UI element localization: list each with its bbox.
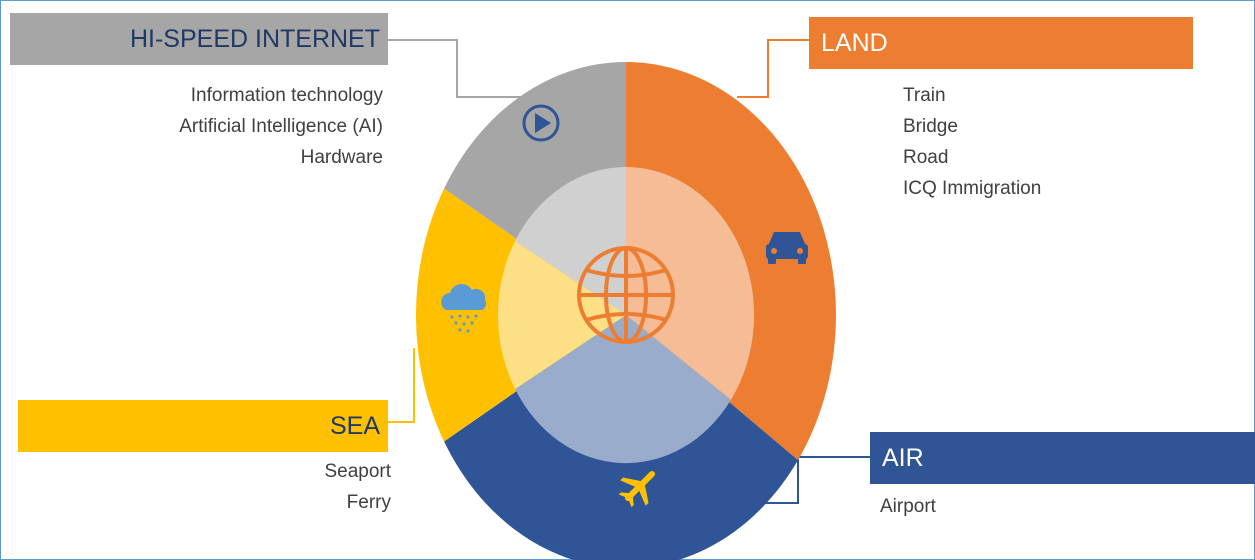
land-item: Road xyxy=(903,147,949,168)
internet-item: Hardware xyxy=(300,147,383,168)
car-icon xyxy=(766,232,808,264)
land-item: Train xyxy=(903,85,946,106)
sea-item: Seaport xyxy=(324,461,391,482)
inner-disc xyxy=(497,166,755,464)
sea-items: Seaport Ferry xyxy=(324,456,391,518)
inner-segment-air xyxy=(515,315,731,464)
connector-internet xyxy=(388,39,527,98)
rain-cloud-icon xyxy=(441,284,487,333)
airplane-icon xyxy=(618,470,656,508)
air-item: Airport xyxy=(880,496,936,517)
land-item: ICQ Immigration xyxy=(903,178,1042,199)
air-items: Airport xyxy=(880,491,936,522)
air-title: AIR xyxy=(870,432,1255,484)
internet-item: Artificial Intelligence (AI) xyxy=(179,116,383,137)
land-title: LAND xyxy=(809,17,1193,69)
sea-title: SEA xyxy=(18,400,388,452)
sea-item: Ferry xyxy=(346,492,391,513)
inner-segment-sea xyxy=(497,241,626,389)
inner-segment-land xyxy=(626,167,755,400)
internet-item: Information technology xyxy=(190,85,383,106)
connector-sea xyxy=(388,348,415,423)
play-circle-icon xyxy=(522,104,560,142)
land-items: Train Bridge Road ICQ Immigration xyxy=(903,80,1041,204)
internet-title: HI-SPEED INTERNET xyxy=(10,13,388,65)
internet-items: Information technology Artificial Intell… xyxy=(179,80,383,173)
globe-icon xyxy=(577,246,675,344)
inner-segment-internet xyxy=(515,166,626,315)
connector-land xyxy=(737,39,809,98)
land-item: Bridge xyxy=(903,116,958,137)
